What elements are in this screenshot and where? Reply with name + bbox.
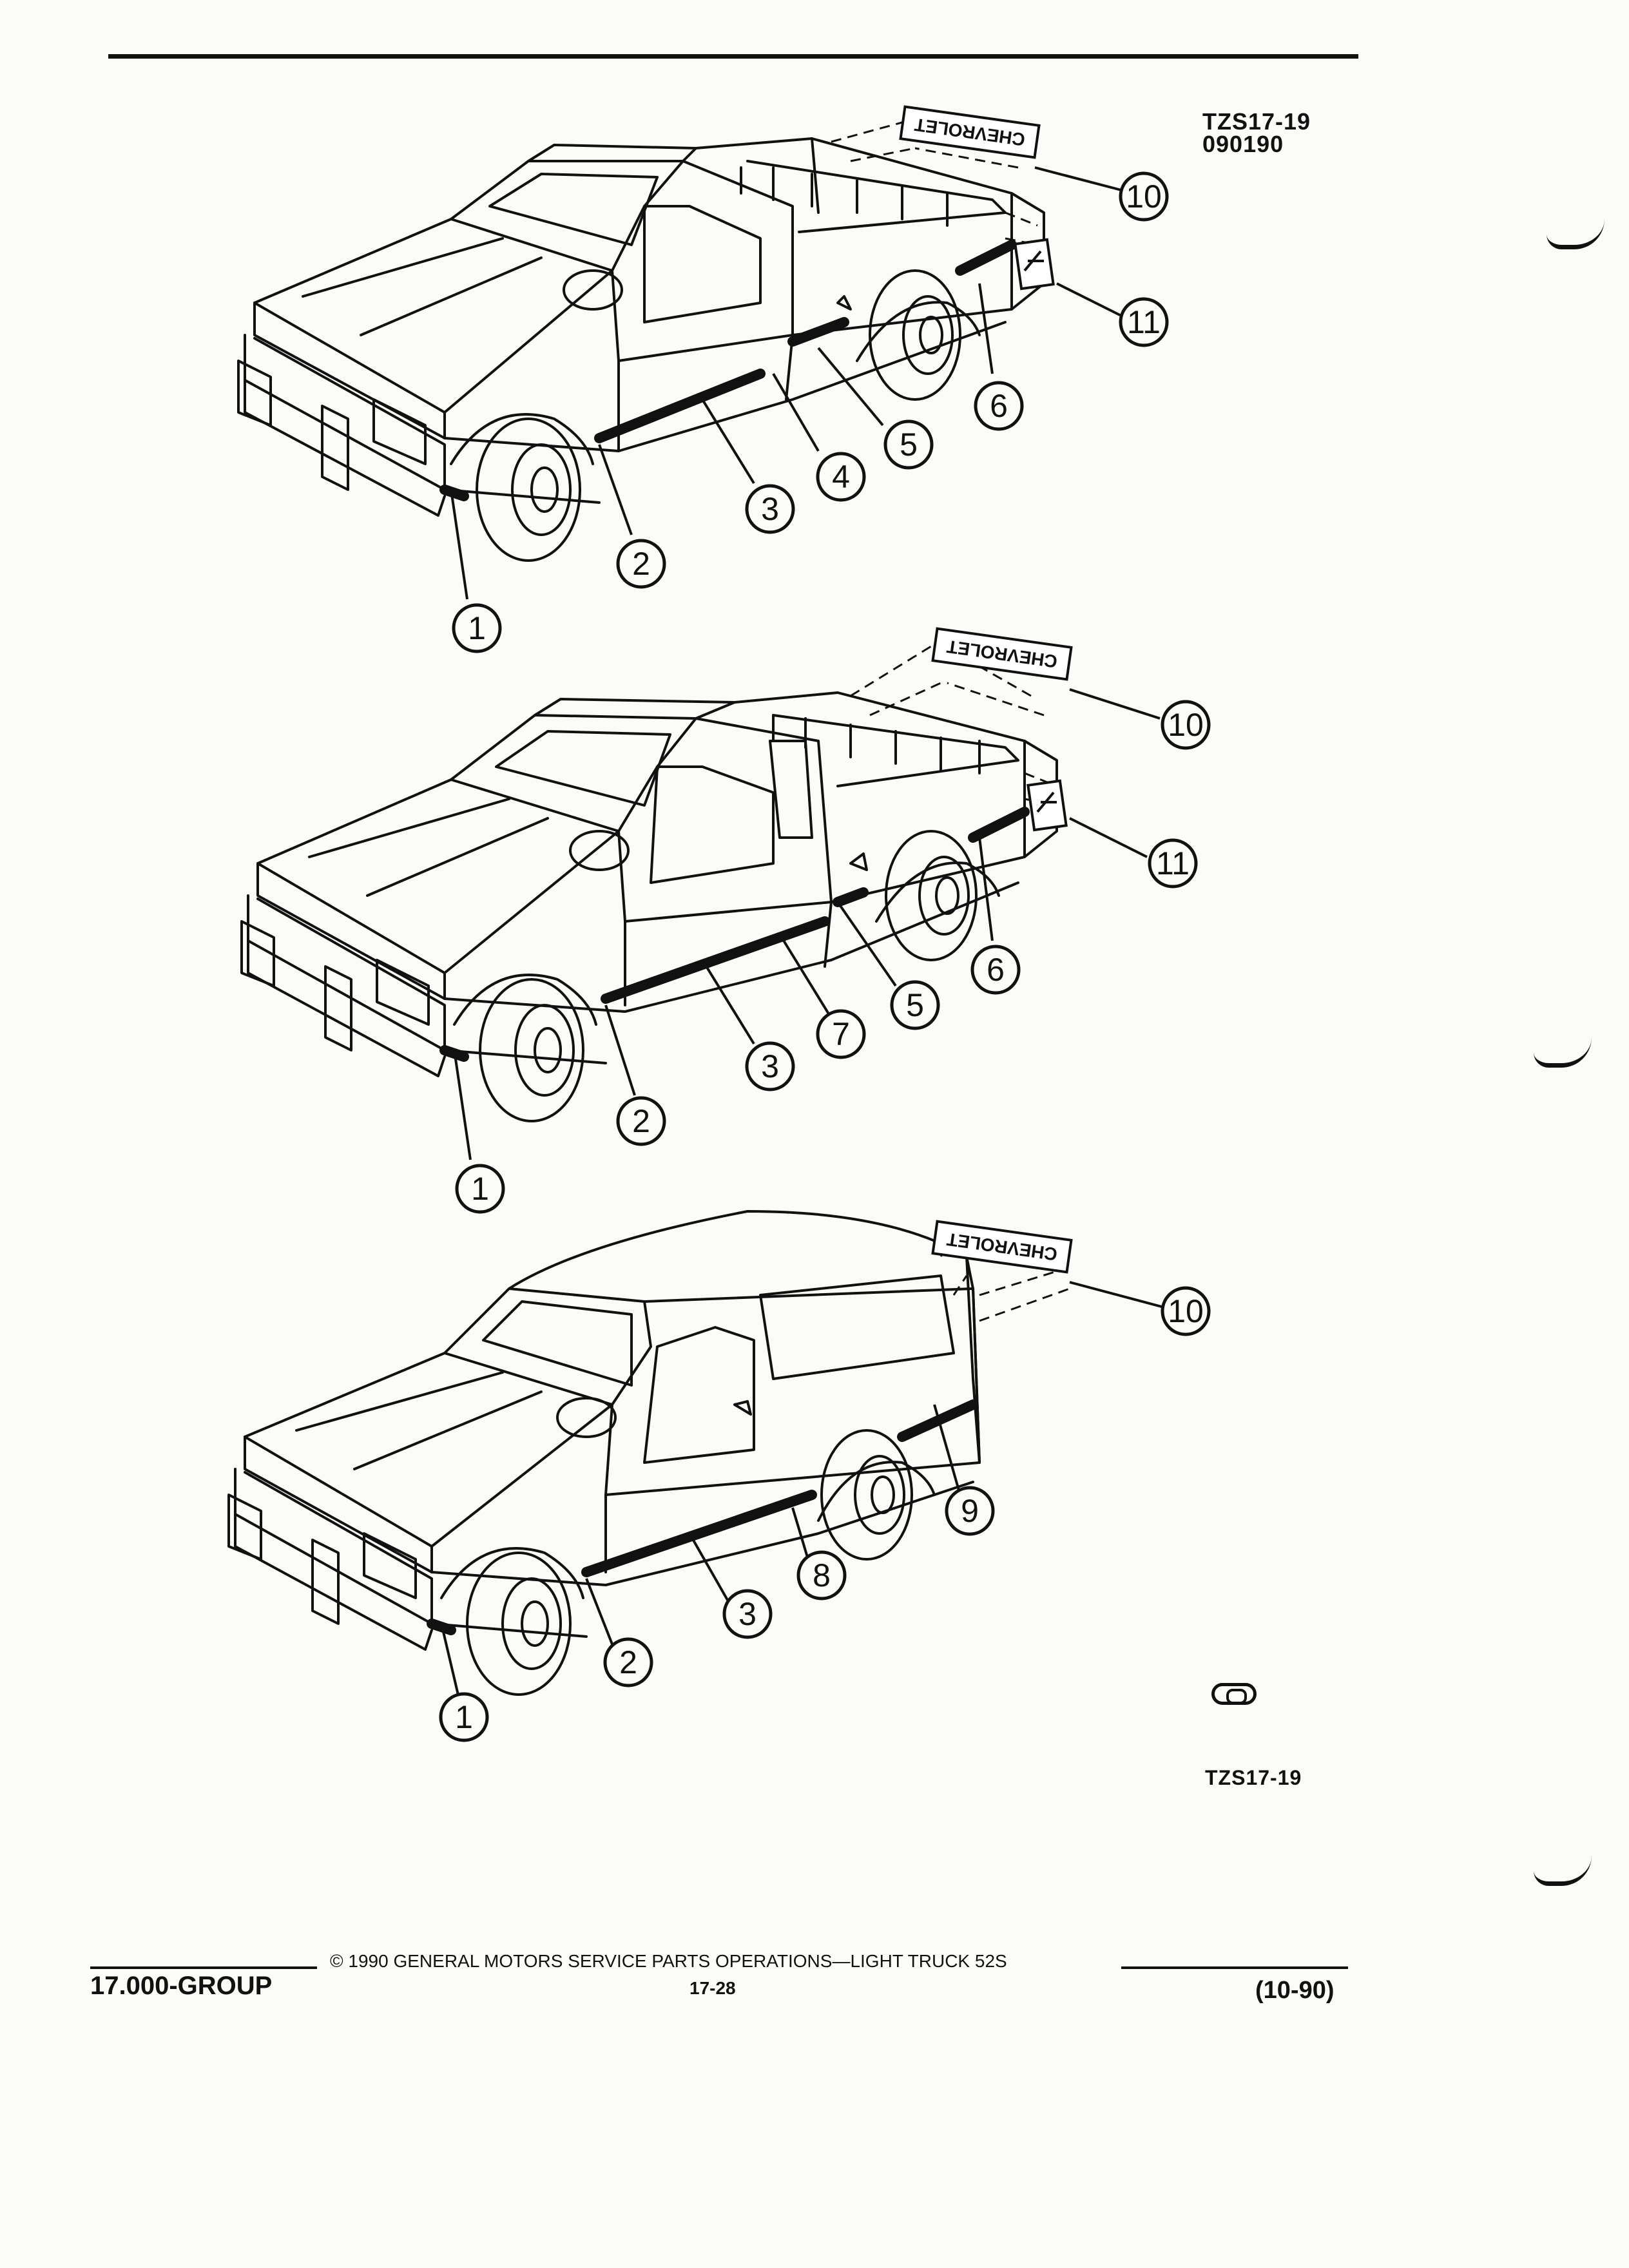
callout-1: 1 xyxy=(452,603,502,653)
callout-11: 11 xyxy=(1119,297,1169,347)
rear-badge-truck1 xyxy=(1014,238,1055,291)
svg-text:10: 10 xyxy=(1168,707,1204,743)
callout-2: 2 xyxy=(603,1637,653,1687)
figure-code-top: TZS17-19 xyxy=(1202,108,1311,135)
svg-text:3: 3 xyxy=(738,1596,757,1632)
truck-utility xyxy=(227,1210,981,1696)
svg-text:2: 2 xyxy=(632,1103,650,1139)
callout-11: 11 xyxy=(1148,838,1198,889)
truck-regular-cab xyxy=(237,137,1045,562)
truck1-body-stripes xyxy=(439,240,1017,501)
callout-3: 3 xyxy=(722,1589,773,1639)
svg-text:2: 2 xyxy=(619,1644,637,1680)
svg-text:5: 5 xyxy=(900,427,918,463)
callout-1: 1 xyxy=(455,1164,505,1214)
truck3-leaders xyxy=(440,1281,1167,1734)
svg-text:10: 10 xyxy=(1126,178,1162,215)
footer-rule-right xyxy=(1121,1966,1348,1969)
tailgate-decal-truck2: CHEVROLET xyxy=(931,627,1073,681)
scan-mark xyxy=(1534,1856,1592,1886)
callout-10: 10 xyxy=(1161,1286,1211,1336)
figure-code-bottom: TZS17-19 xyxy=(1205,1766,1302,1789)
truck3-body-stripes xyxy=(427,1399,978,1635)
callout-5: 5 xyxy=(890,980,940,1030)
svg-text:2: 2 xyxy=(632,546,650,582)
tailgate-decal-truck1: CHEVROLET xyxy=(899,105,1041,159)
truck1-decal-dashes xyxy=(831,121,1038,246)
callout-8: 8 xyxy=(796,1550,847,1600)
scan-mark xyxy=(1534,1037,1592,1068)
footer-copyright: © 1990 GENERAL MOTORS SERVICE PARTS OPER… xyxy=(330,1951,1007,1971)
truck-extended-cab xyxy=(240,691,1058,1122)
callout-6: 6 xyxy=(970,945,1021,995)
truck1-leaders xyxy=(450,166,1122,600)
svg-text:6: 6 xyxy=(987,952,1005,988)
callout-9: 9 xyxy=(945,1486,995,1536)
svg-text:8: 8 xyxy=(813,1557,831,1593)
callout-6: 6 xyxy=(974,381,1024,431)
svg-text:6: 6 xyxy=(990,388,1008,424)
callout-10: 10 xyxy=(1119,171,1169,222)
svg-text:5: 5 xyxy=(906,987,924,1023)
truck2-leaders xyxy=(453,688,1161,1160)
svg-text:11: 11 xyxy=(1127,304,1161,340)
svg-text:3: 3 xyxy=(761,491,779,527)
truck3-callouts: 10 9 8 3 2 1 xyxy=(439,1286,1211,1742)
svg-text:1: 1 xyxy=(468,610,486,646)
svg-text:9: 9 xyxy=(961,1493,979,1529)
callout-3: 3 xyxy=(745,484,795,534)
gm-logo-icon xyxy=(1211,1683,1257,1705)
truck2-callouts: 10 11 6 5 7 3 2 1 xyxy=(455,700,1211,1214)
callout-7: 7 xyxy=(816,1009,866,1059)
scan-mark xyxy=(1547,219,1605,249)
svg-text:7: 7 xyxy=(832,1016,850,1052)
footer-group: 17.000-GROUP xyxy=(90,1972,273,2000)
svg-text:3: 3 xyxy=(761,1048,779,1084)
svg-text:11: 11 xyxy=(1156,845,1190,881)
callout-2: 2 xyxy=(616,539,666,589)
svg-text:4: 4 xyxy=(832,459,850,495)
date-code: 090190 xyxy=(1202,131,1284,157)
tailgate-decal-truck3: CHEVROLET xyxy=(931,1220,1073,1274)
truck1-callouts: 10 11 6 5 4 3 2 1 xyxy=(452,171,1169,653)
footer-rule-left xyxy=(90,1966,317,1969)
callout-2: 2 xyxy=(616,1096,666,1146)
svg-text:1: 1 xyxy=(471,1171,489,1207)
callout-5: 5 xyxy=(883,419,934,470)
svg-text:1: 1 xyxy=(455,1699,473,1735)
top-rule xyxy=(108,54,1358,59)
rear-badge-truck2 xyxy=(1027,779,1068,832)
callout-1: 1 xyxy=(439,1692,489,1742)
callout-4: 4 xyxy=(816,452,866,502)
svg-text:10: 10 xyxy=(1168,1293,1204,1329)
footer-revision: (10-90) xyxy=(1255,1977,1335,2004)
footer-page-number: 17-28 xyxy=(689,1978,736,1998)
callout-3: 3 xyxy=(745,1041,795,1091)
callout-10: 10 xyxy=(1161,700,1211,750)
